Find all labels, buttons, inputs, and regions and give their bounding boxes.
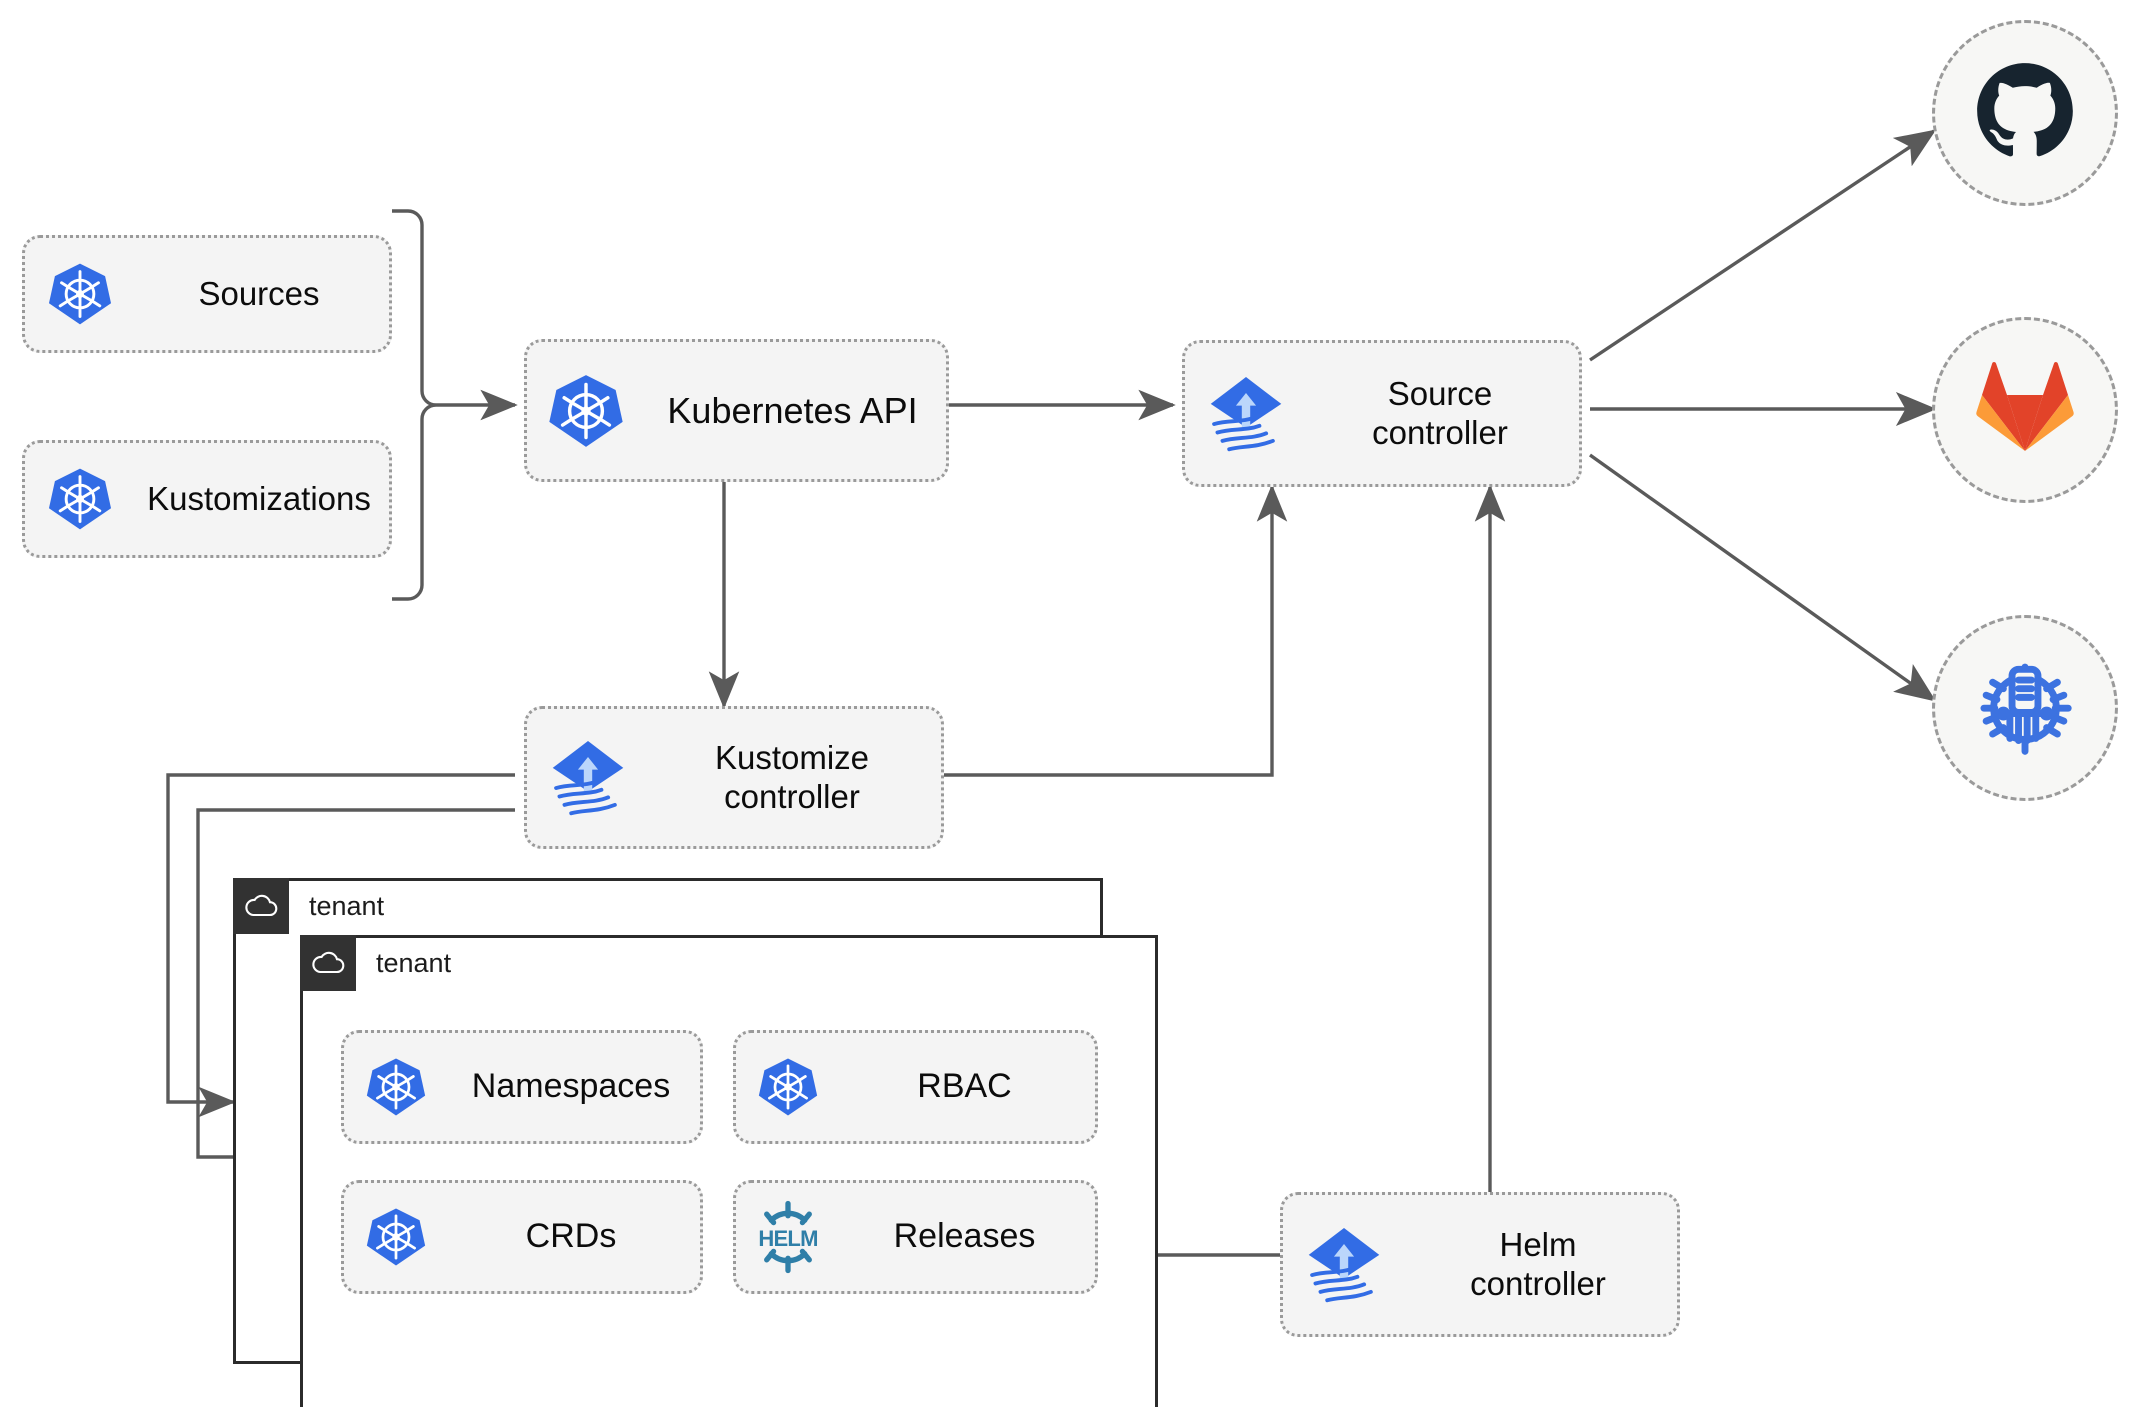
kubernetes-icon bbox=[25, 466, 135, 532]
node-label: RBAC bbox=[917, 1067, 1012, 1106]
node-label: Helm controller bbox=[1470, 1226, 1606, 1302]
endpoint-helm-registry[interactable] bbox=[1932, 615, 2118, 801]
tenant-titlebar: tenant bbox=[233, 878, 1037, 934]
node-label: Kustomize controller bbox=[714, 739, 870, 815]
node-label: CRDs bbox=[525, 1217, 617, 1256]
node-kubernetes-api[interactable]: Kubernetes API bbox=[524, 339, 949, 482]
node-releases[interactable]: HELM Releases bbox=[733, 1180, 1098, 1294]
tenant-window-front[interactable]: tenant bbox=[300, 935, 1158, 1407]
kubernetes-icon bbox=[527, 372, 645, 450]
endpoint-github[interactable] bbox=[1932, 20, 2118, 206]
cloud-icon bbox=[233, 878, 289, 934]
gitlab-icon bbox=[1975, 361, 2075, 460]
kubernetes-icon bbox=[25, 261, 135, 327]
endpoint-gitlab[interactable] bbox=[1932, 317, 2118, 503]
helm-icon: HELM bbox=[736, 1199, 840, 1275]
node-label: Sources bbox=[198, 274, 320, 312]
tenant-titlebar: tenant bbox=[300, 935, 1092, 991]
node-source-controller[interactable]: Source controller bbox=[1182, 340, 1582, 487]
node-crds[interactable]: CRDs bbox=[341, 1180, 703, 1294]
cloud-icon bbox=[300, 935, 356, 991]
node-rbac[interactable]: RBAC bbox=[733, 1030, 1098, 1144]
node-label: Kustomizations bbox=[147, 479, 371, 517]
node-label: Namespaces bbox=[471, 1067, 671, 1106]
kubernetes-icon bbox=[736, 1056, 840, 1118]
helm-registry-icon bbox=[1971, 652, 2079, 765]
node-kustomize-controller[interactable]: Kustomize controller bbox=[524, 706, 944, 849]
node-kustomizations[interactable]: Kustomizations bbox=[22, 440, 392, 558]
node-label: Releases bbox=[893, 1217, 1036, 1256]
flux-icon bbox=[1283, 1223, 1405, 1307]
github-icon bbox=[1973, 59, 2077, 168]
svg-text:HELM: HELM bbox=[758, 1226, 817, 1251]
flux-icon bbox=[527, 736, 649, 820]
node-helm-controller[interactable]: Helm controller bbox=[1280, 1192, 1680, 1337]
tenant-label: tenant bbox=[309, 890, 385, 921]
kubernetes-icon bbox=[344, 1206, 448, 1268]
tenant-label: tenant bbox=[376, 947, 452, 978]
node-namespaces[interactable]: Namespaces bbox=[341, 1030, 703, 1144]
node-label: Kubernetes API bbox=[667, 389, 918, 431]
kubernetes-icon bbox=[344, 1056, 448, 1118]
node-label: Source controller bbox=[1372, 375, 1508, 451]
node-sources[interactable]: Sources bbox=[22, 235, 392, 353]
flux-icon bbox=[1185, 372, 1307, 456]
